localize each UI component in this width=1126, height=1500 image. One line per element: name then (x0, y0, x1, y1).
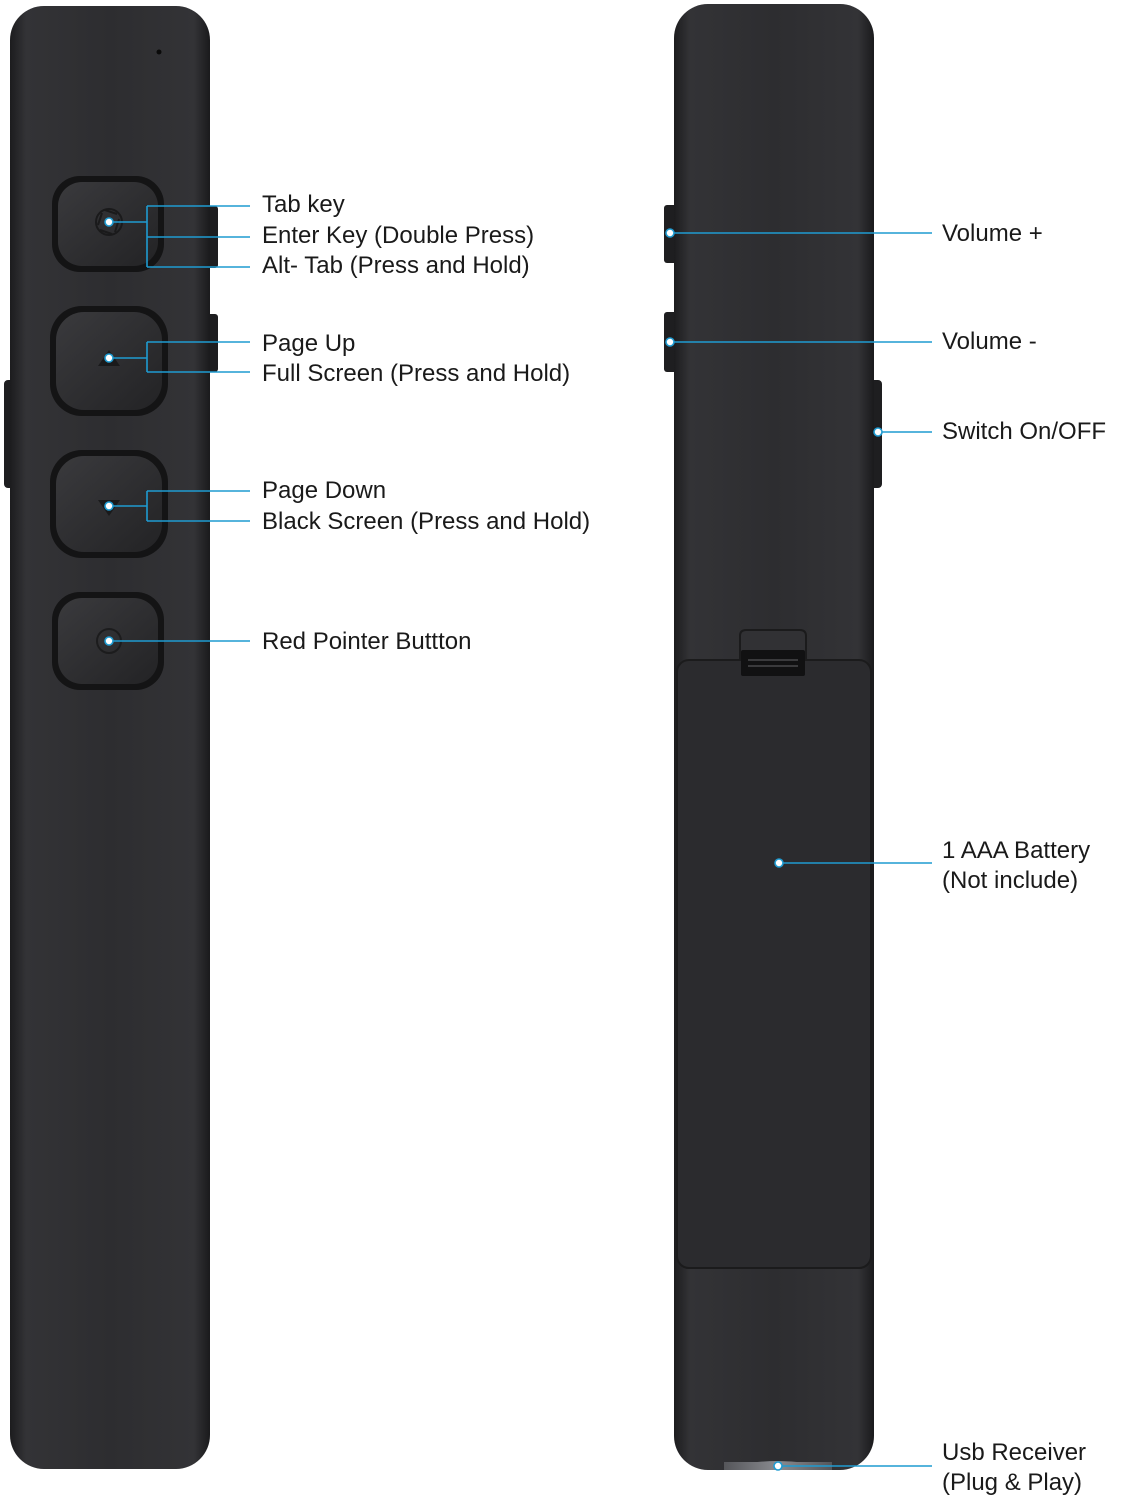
callout-dots (104, 217, 883, 1471)
label-battery: 1 AAA Battery (942, 837, 1091, 864)
label-usb-receiver: Usb Receiver (942, 1439, 1087, 1466)
label-volume-up: Volume + (942, 220, 1043, 247)
label-plug-play: (Plug & Play) (942, 1469, 1083, 1496)
label-page-up: Page Up (262, 330, 356, 357)
label-full-screen: Full Screen (Press and Hold) (262, 360, 571, 387)
callout-lines (109, 205, 932, 1467)
label-battery-note: (Not include) (942, 867, 1079, 894)
indicator-led (156, 49, 162, 55)
label-tab-key: Tab key (262, 191, 345, 218)
label-black-screen: Black Screen (Press and Hold) (262, 508, 591, 535)
label-volume-down: Volume - (942, 328, 1037, 355)
label-enter-key: Enter Key (Double Press) (262, 222, 535, 249)
label-power-switch: Switch On/OFF (942, 418, 1107, 445)
label-alt-tab: Alt- Tab (Press and Hold) (262, 252, 530, 279)
battery-latch (741, 650, 805, 676)
battery-cover[interactable] (676, 629, 872, 1269)
back-remote (664, 4, 882, 1470)
label-page-down: Page Down (262, 477, 387, 504)
label-red-pointer: Red Pointer Buttton (262, 628, 472, 655)
